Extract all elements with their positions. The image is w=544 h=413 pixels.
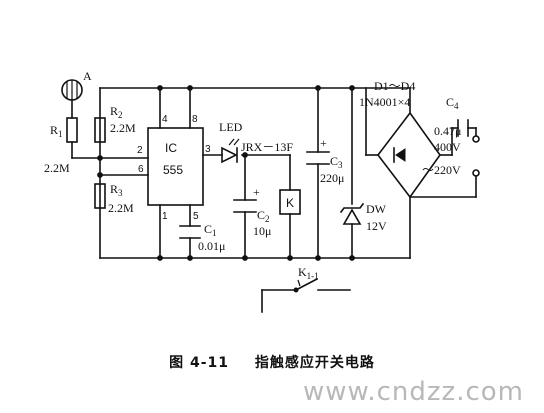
terminal-top-icon[interactable]	[472, 135, 480, 143]
pin-8: 8	[192, 114, 198, 125]
terminal-bottom-icon[interactable]	[472, 169, 480, 177]
ic-part: 555	[163, 163, 183, 177]
figure-number: 图 4-11	[169, 355, 230, 371]
c4-value2: 400V	[434, 140, 461, 154]
pin-5: 5	[193, 211, 199, 222]
figure-caption: 图 4-11 指触感应开关电路	[0, 352, 544, 372]
figure-title: 指触感应开关电路	[254, 355, 375, 371]
pin-2: 2	[137, 145, 143, 156]
r2-value: 2.2M	[110, 121, 136, 135]
capacitor-c1-icon	[179, 225, 201, 239]
r3-name: R3	[110, 182, 123, 198]
pin-6: 6	[138, 164, 144, 175]
c2-value: 10μ	[253, 224, 271, 238]
bridge-rectifier-icon	[376, 111, 441, 199]
c1-name: C1	[204, 222, 217, 238]
c2-name: C2	[257, 208, 270, 224]
resistor-r3-icon	[94, 183, 106, 209]
mains-label: ～220V	[422, 163, 461, 177]
touch-sensor-icon[interactable]	[61, 79, 83, 101]
led-label: LED	[219, 120, 243, 134]
relay-coil-icon	[279, 189, 301, 215]
bridge-type-label: 1N4001×4	[359, 95, 410, 109]
capacitor-c4-icon	[457, 119, 469, 137]
capacitor-c2-icon	[233, 199, 257, 213]
relay-coil-label: K	[286, 196, 294, 210]
ic-555-icon	[147, 127, 204, 206]
c3-plus: +	[320, 136, 327, 150]
resistor-r1-icon	[66, 117, 78, 143]
r3-value: 2.2M	[108, 201, 134, 215]
c4-name: C4	[446, 95, 459, 111]
led-icon	[221, 138, 240, 164]
watermark: www.cndzz.com	[302, 377, 524, 407]
pin-1: 1	[162, 211, 168, 222]
r1-value: 2.2M	[44, 161, 70, 175]
pin-4: 4	[162, 114, 168, 125]
ic-name: IC	[165, 141, 177, 155]
r1-name: R1	[50, 123, 63, 139]
relay-type-label: JRX－13F	[241, 140, 293, 154]
bridge-label: D1～D4	[374, 79, 415, 93]
relay-switch-icon[interactable]	[293, 277, 319, 293]
wires	[71, 87, 477, 313]
c3-value: 220μ	[320, 171, 344, 185]
junctions	[97, 85, 355, 261]
zener-value: 12V	[366, 219, 387, 233]
zener-name: DW	[366, 202, 387, 216]
c4-value1: 0.47μ	[434, 124, 461, 138]
sensor-label: A	[83, 69, 92, 83]
c3-name: C3	[330, 154, 343, 170]
c2-plus: +	[253, 185, 260, 199]
zener-diode-icon	[339, 202, 365, 225]
capacitor-c3-icon	[306, 151, 330, 165]
switch-label: K1-1	[298, 265, 319, 281]
r2-name: R2	[110, 104, 123, 120]
c1-value: 0.01μ	[198, 239, 225, 253]
pin-3: 3	[205, 144, 211, 155]
resistor-r2-icon	[94, 117, 106, 143]
